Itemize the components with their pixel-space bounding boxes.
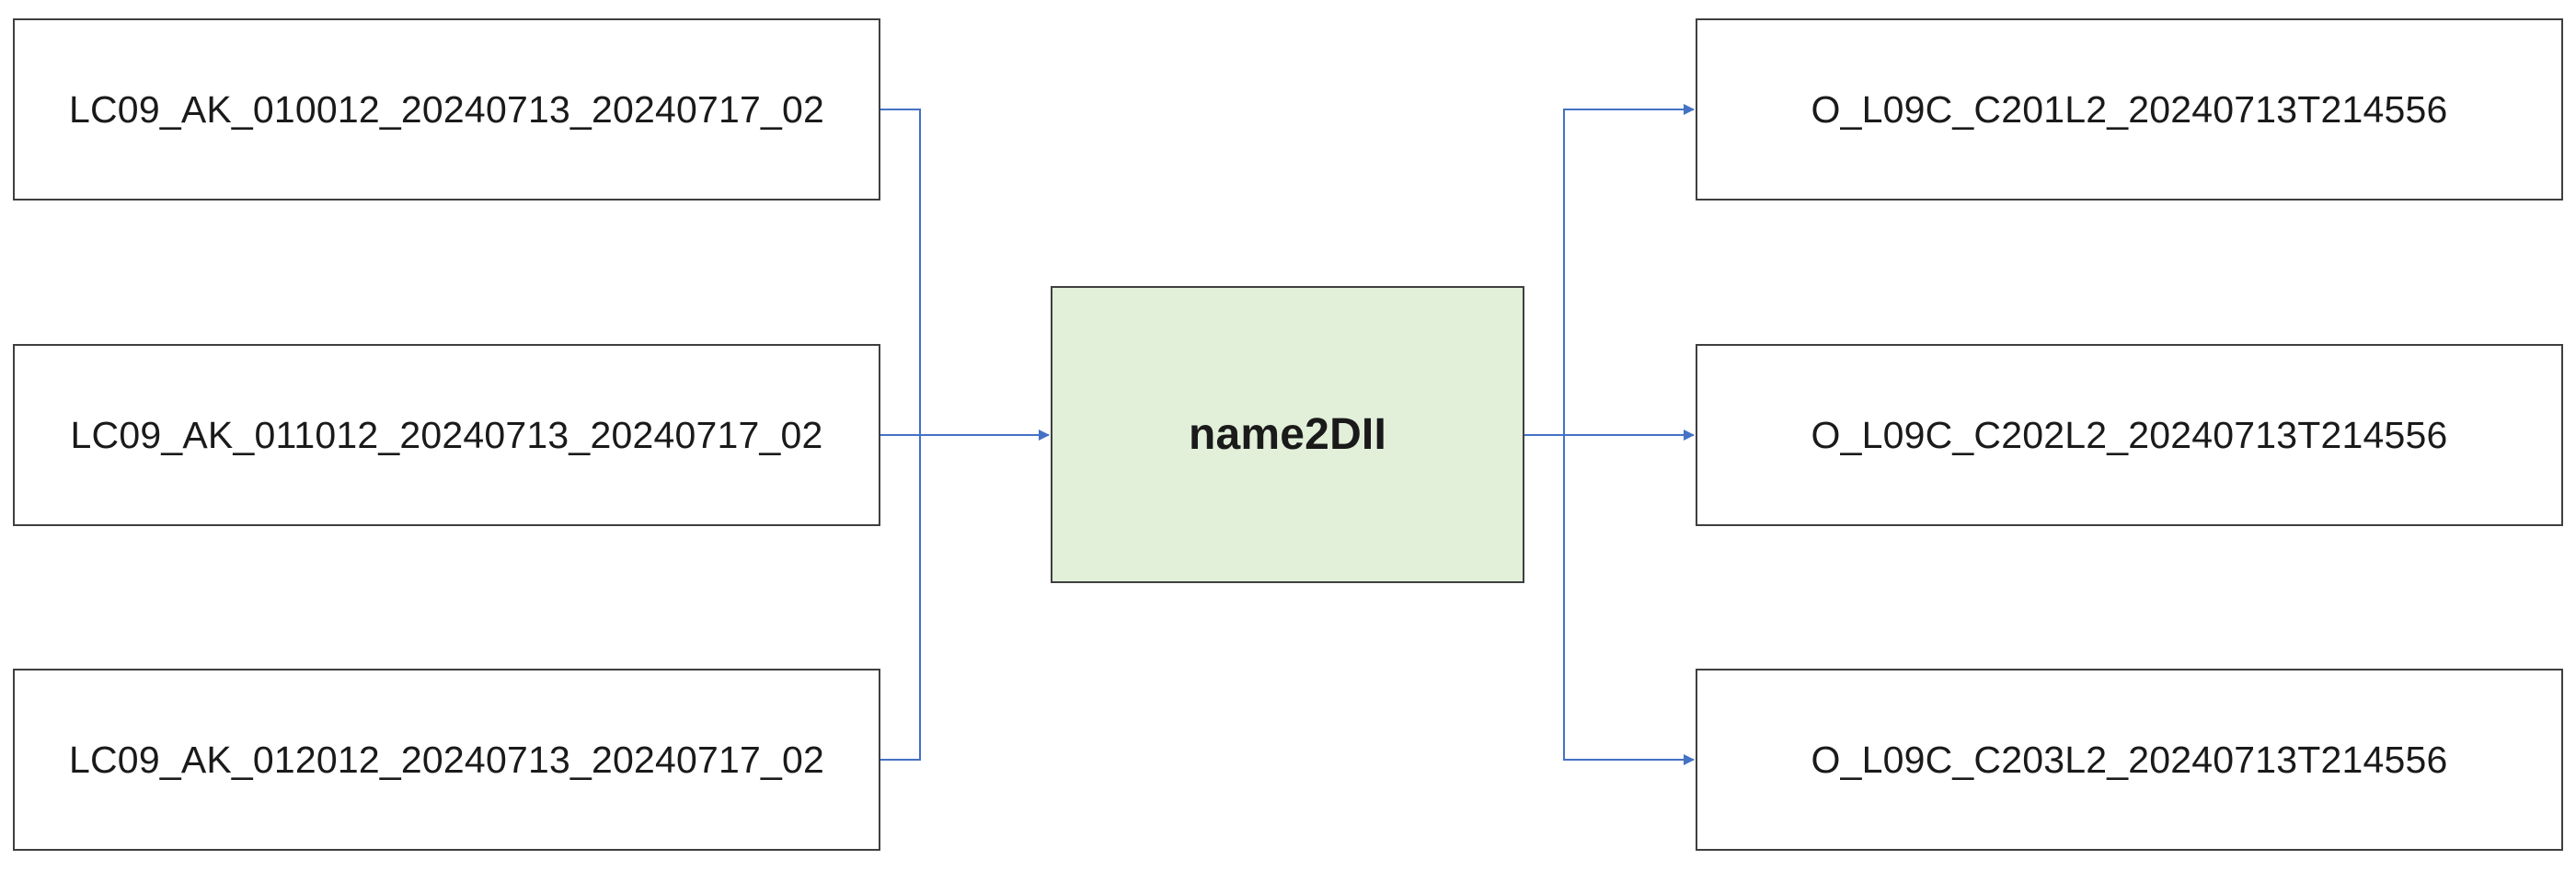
- input-box-3: LC09_AK_012012_20240713_20240717_02: [13, 669, 880, 851]
- process-box: name2DII: [1051, 286, 1524, 583]
- output-label-3: O_L09C_C203L2_20240713T214556: [1811, 738, 2448, 781]
- connector-input-3: [880, 435, 921, 761]
- output-box-2: O_L09C_C202L2_20240713T214556: [1696, 344, 2563, 526]
- output-label-2: O_L09C_C202L2_20240713T214556: [1811, 413, 2448, 456]
- output-box-3: O_L09C_C203L2_20240713T214556: [1696, 669, 2563, 851]
- process-label: name2DII: [1188, 410, 1387, 459]
- input-box-1: LC09_AK_010012_20240713_20240717_02: [13, 18, 880, 201]
- input-box-2: LC09_AK_011012_20240713_20240717_02: [13, 344, 880, 526]
- connector-input-1: [880, 109, 921, 435]
- arrow-output-1: [1563, 104, 1695, 435]
- input-label-2: LC09_AK_011012_20240713_20240717_02: [70, 413, 823, 456]
- input-label-3: LC09_AK_012012_20240713_20240717_02: [69, 738, 824, 781]
- output-box-1: O_L09C_C201L2_20240713T214556: [1696, 18, 2563, 201]
- arrow-output-3: [1563, 435, 1695, 765]
- output-label-1: O_L09C_C201L2_20240713T214556: [1811, 87, 2448, 131]
- input-label-1: LC09_AK_010012_20240713_20240717_02: [69, 87, 824, 131]
